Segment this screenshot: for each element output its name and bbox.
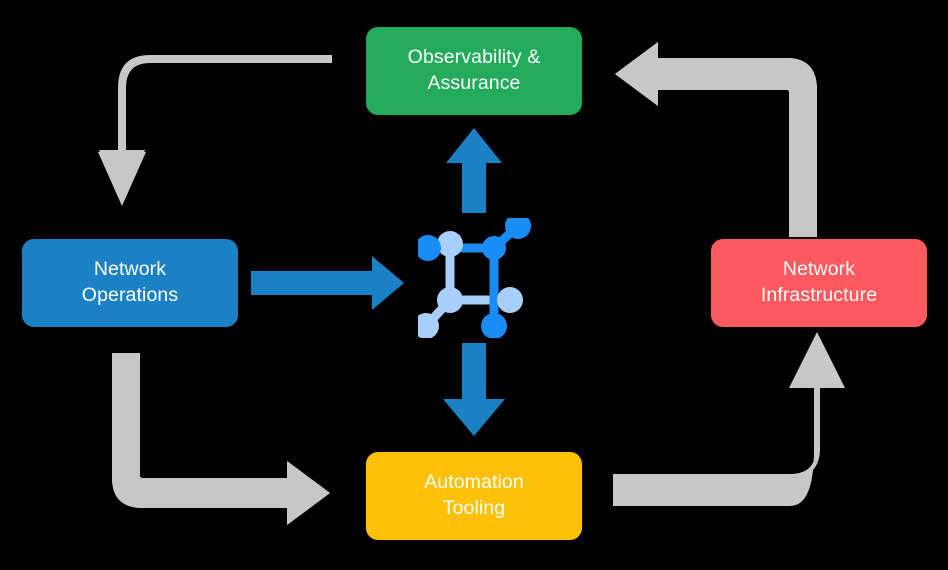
node-observability-assurance[interactable]: Observability & Assurance bbox=[366, 27, 582, 115]
node-label-automation-tooling: Automation Tooling bbox=[424, 471, 524, 519]
arrow-network-operations-to-automation-tooling bbox=[112, 353, 330, 525]
node-network-operations[interactable]: Network Operations bbox=[22, 239, 238, 327]
network-topology-icon bbox=[418, 218, 531, 338]
node-label-network-operations: Network Operations bbox=[81, 258, 179, 306]
arrow-network-infrastructure-to-observability bbox=[615, 42, 817, 237]
node-automation-tooling[interactable]: Automation Tooling bbox=[366, 452, 582, 540]
arrow-observability-to-network-operations bbox=[98, 55, 332, 206]
arrow-network-operations-to-hub bbox=[251, 256, 404, 310]
arrow-automation-tooling-to-network-infrastructure bbox=[613, 332, 845, 506]
node-label-observability: Observability & Assurance bbox=[407, 46, 541, 94]
arrow-hub-to-automation-tooling bbox=[443, 343, 505, 436]
node-label-network-infrastructure: Network Infrastructure bbox=[760, 258, 878, 306]
arrow-hub-to-observability bbox=[446, 128, 502, 213]
topology-nodes bbox=[418, 218, 531, 338]
node-network-infrastructure[interactable]: Network Infrastructure bbox=[711, 239, 927, 327]
